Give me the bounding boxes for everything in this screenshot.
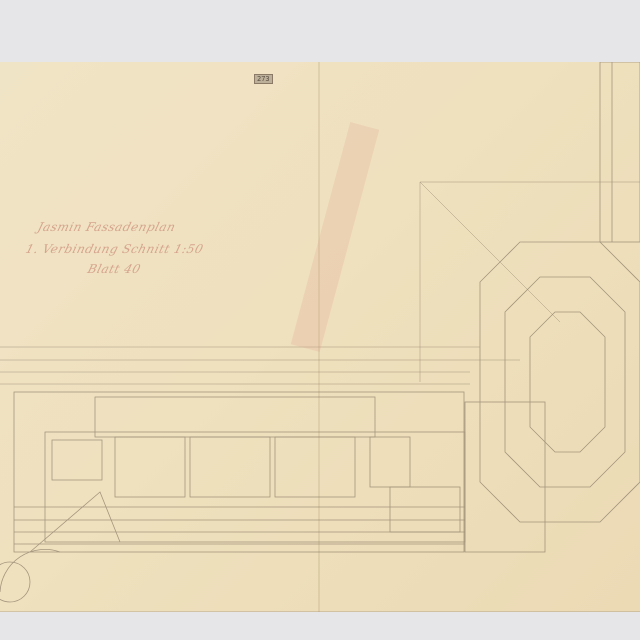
octagonal-tower	[479, 241, 640, 523]
rotunda-arc	[0, 549, 61, 593]
floor-plan-drawing	[0, 62, 640, 612]
sheet-fold-line	[318, 62, 320, 612]
building-outline	[13, 391, 465, 553]
staircase	[369, 436, 411, 488]
archive-stamp: 273	[254, 74, 273, 84]
